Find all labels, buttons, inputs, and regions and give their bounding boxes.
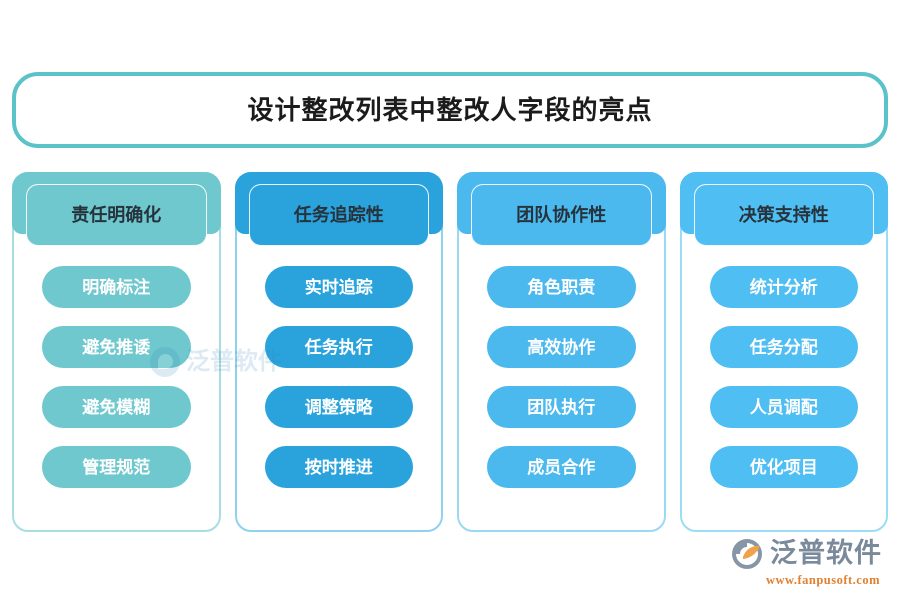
list-item-label: 调整策略 <box>304 397 373 417</box>
card-header-label-1: 责任明确化 <box>71 205 162 225</box>
list-item[interactable]: 按时推进 <box>264 446 413 488</box>
fanpu-logo-icon <box>730 537 764 571</box>
list-item[interactable]: 任务分配 <box>709 326 858 368</box>
card-header-4[interactable]: 决策支持性 <box>693 184 874 246</box>
list-item-label: 统计分析 <box>749 277 818 297</box>
list-item-label: 团队执行 <box>527 397 596 417</box>
list-item[interactable]: 优化项目 <box>709 446 858 488</box>
card-header-1[interactable]: 责任明确化 <box>26 184 207 246</box>
list-item-label: 成员合作 <box>527 457 596 477</box>
category-card-4[interactable]: 决策支持性 统计分析 任务分配 人员调配 优化项目 <box>679 172 888 532</box>
column-group: 责任明确化 明确标注 避免推诿 避免模糊 管理规范 任务追 <box>12 172 888 532</box>
card-body-2: 实时追踪 任务执行 调整策略 按时推进 <box>237 266 442 530</box>
list-item[interactable]: 明确标注 <box>42 266 191 308</box>
list-item-label: 实时追踪 <box>304 277 373 297</box>
list-item-label: 角色职责 <box>527 277 596 297</box>
card-header-2[interactable]: 任务追踪性 <box>248 184 429 246</box>
list-item[interactable]: 实时追踪 <box>264 266 413 308</box>
list-item[interactable]: 统计分析 <box>709 266 858 308</box>
list-item[interactable]: 调整策略 <box>264 386 413 428</box>
list-item[interactable]: 成员合作 <box>487 446 636 488</box>
list-item-label: 优化项目 <box>749 457 818 477</box>
card-body-3: 角色职责 高效协作 团队执行 成员合作 <box>459 266 664 530</box>
list-item-label: 高效协作 <box>527 337 596 357</box>
card-body-4: 统计分析 任务分配 人员调配 优化项目 <box>682 266 887 530</box>
brand-url: www.fanpusoft.com <box>765 572 880 587</box>
list-item-label: 避免模糊 <box>82 397 151 417</box>
page-title: 设计整改列表中整改人字段的亮点 <box>247 95 653 125</box>
category-card-1[interactable]: 责任明确化 明确标注 避免推诿 避免模糊 管理规范 <box>12 172 221 532</box>
list-item[interactable]: 角色职责 <box>487 266 636 308</box>
card-header-label-4: 决策支持性 <box>738 205 829 225</box>
list-item[interactable]: 任务执行 <box>264 326 413 368</box>
card-header-3[interactable]: 团队协作性 <box>471 184 652 246</box>
list-item[interactable]: 管理规范 <box>42 446 191 488</box>
list-item[interactable]: 避免模糊 <box>42 386 191 428</box>
category-card-3[interactable]: 团队协作性 角色职责 高效协作 团队执行 成员合作 <box>457 172 666 532</box>
list-item-label: 明确标注 <box>82 277 151 297</box>
list-item[interactable]: 人员调配 <box>709 386 858 428</box>
card-header-label-2: 任务追踪性 <box>293 205 384 225</box>
category-card-2[interactable]: 任务追踪性 实时追踪 任务执行 调整策略 按时推进 <box>234 172 443 532</box>
list-item-label: 任务分配 <box>749 337 818 357</box>
card-body-1: 明确标注 避免推诿 避免模糊 管理规范 <box>14 266 219 530</box>
title-banner: 设计整改列表中整改人字段的亮点 <box>12 72 888 148</box>
card-header-label-3: 团队协作性 <box>516 205 607 225</box>
list-item[interactable]: 高效协作 <box>487 326 636 368</box>
list-item-label: 避免推诿 <box>82 337 151 357</box>
list-item-label: 人员调配 <box>749 397 818 417</box>
list-item-label: 按时推进 <box>304 457 373 477</box>
list-item-label: 任务执行 <box>304 337 373 357</box>
brand-logo: 泛普软件 www.fanpusoft.com <box>730 537 882 587</box>
brand-row: 泛普软件 <box>730 537 882 571</box>
brand-name: 泛普软件 <box>770 538 882 568</box>
list-item[interactable]: 避免推诿 <box>42 326 191 368</box>
list-item[interactable]: 团队执行 <box>487 386 636 428</box>
list-item-label: 管理规范 <box>82 457 151 477</box>
